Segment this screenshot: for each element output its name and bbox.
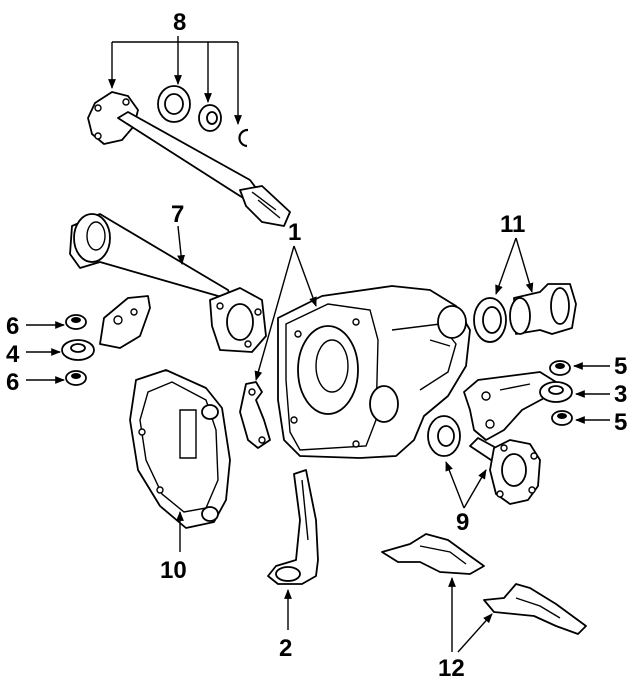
companion-flange-part	[509, 283, 577, 335]
callout-12-leaders	[448, 577, 493, 653]
bearing-cap-part	[239, 381, 271, 449]
pinion-seal-part	[473, 297, 507, 343]
axle-shaft-part	[87, 91, 291, 227]
callout-2-label: 2	[279, 635, 292, 662]
callout-3-label: 3	[614, 381, 627, 408]
callout-12-label: 12	[438, 655, 465, 682]
snap-ring-part	[238, 128, 249, 148]
bushing-lower-right-part	[551, 410, 573, 426]
callout-6a-label: 6	[6, 313, 19, 340]
callout-8-leaders	[108, 36, 242, 125]
axle-tube-part	[69, 213, 267, 353]
callout-1-label: 1	[288, 219, 301, 246]
skid-plate-lower-part	[483, 583, 587, 635]
bearing-part	[198, 104, 222, 132]
bushing-lower-left-part	[65, 370, 87, 386]
pinion-shaft-part	[469, 437, 541, 505]
support-bracket-part	[267, 469, 319, 585]
differential-cover-part	[129, 369, 231, 529]
callout-6b-label: 6	[6, 369, 19, 396]
pinion-bearing-part	[427, 415, 461, 457]
callout-5a-label: 5	[614, 353, 627, 380]
callout-1-leaders	[254, 245, 317, 381]
insulator-left-part	[61, 339, 95, 361]
callout-7-leader	[177, 225, 185, 265]
mount-bracket-left-part	[99, 295, 151, 349]
carrier-housing-part	[277, 285, 471, 459]
skid-plate-upper-part	[381, 533, 485, 575]
callout-7-label: 7	[171, 201, 184, 228]
callout-10-label: 10	[160, 557, 187, 584]
callout-11-leaders	[495, 237, 534, 295]
oil-seal-part	[157, 85, 191, 123]
mount-bracket-right-part	[463, 371, 557, 441]
callout-9-leaders	[445, 461, 487, 509]
insulator-right-part	[539, 381, 573, 403]
callout-5b-label: 5	[614, 409, 627, 436]
callout-4-label: 4	[6, 341, 20, 368]
callout-11-label: 11	[500, 211, 525, 238]
bushing-upper-right-part	[549, 360, 571, 376]
callout-8-label: 8	[173, 9, 186, 36]
bushing-upper-left-part	[65, 314, 87, 330]
callout-9-label: 9	[456, 509, 469, 536]
